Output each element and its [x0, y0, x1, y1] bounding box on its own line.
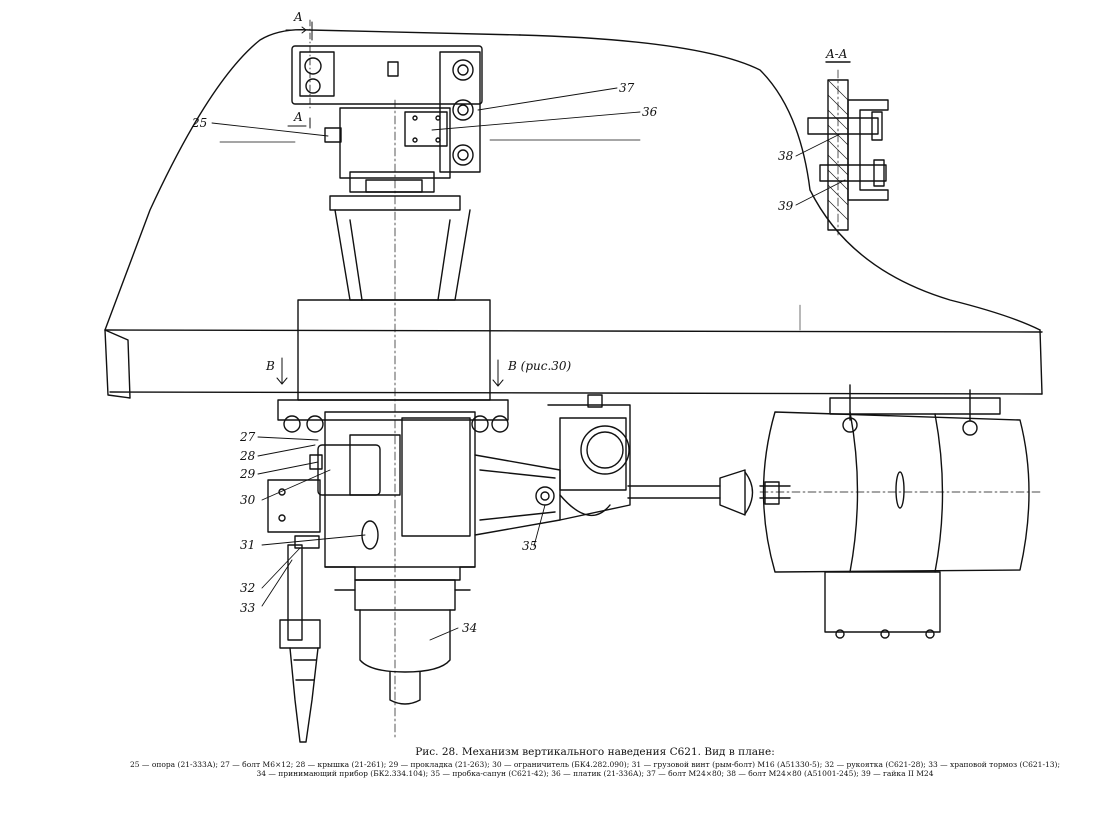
- coupling-shaft: [627, 469, 791, 516]
- figure-caption: Рис. 28. Механизм вертикального наведени…: [130, 746, 1060, 778]
- callout-34: 34: [462, 621, 477, 635]
- section-aa-title: A-A: [825, 47, 848, 61]
- section-arrows: [276, 21, 504, 387]
- brake-handle: [279, 544, 321, 743]
- caption-title: Рис. 28. Механизм вертикального наведени…: [415, 746, 775, 758]
- callout-37: 37: [619, 81, 635, 95]
- frame-outline: [104, 29, 1043, 399]
- leader-lines: [211, 87, 846, 641]
- section-mark-b-right: B (рис.30): [507, 359, 572, 373]
- callout-36: 36: [642, 105, 658, 119]
- callout-25: 25: [191, 116, 207, 130]
- callout-35: 35: [522, 539, 537, 553]
- electric-motor: [759, 384, 1041, 639]
- callout-31: 31: [240, 538, 255, 552]
- callout-27: 27: [239, 430, 256, 444]
- callout-32: 32: [240, 581, 255, 595]
- callout-38: 38: [778, 149, 794, 163]
- gearbox-body: [267, 399, 509, 581]
- callout-28: 28: [239, 449, 256, 463]
- section-mark-a-bottom: A: [293, 110, 303, 124]
- support-bracket: [324, 107, 451, 193]
- callout-39: 39: [778, 199, 794, 213]
- mounting-plate: [291, 19, 483, 173]
- callout-30: 30: [240, 493, 256, 507]
- section-aa-detail: [807, 61, 889, 236]
- section-mark-a-top: A: [293, 10, 303, 24]
- caption-legend: 25 — опора (21-333А); 27 — болт М6×12; 2…: [130, 760, 1060, 778]
- section-mark-b-left: B: [265, 359, 275, 373]
- callout-29: 29: [239, 467, 256, 481]
- callout-33: 33: [240, 601, 256, 615]
- receiving-device: [334, 579, 471, 705]
